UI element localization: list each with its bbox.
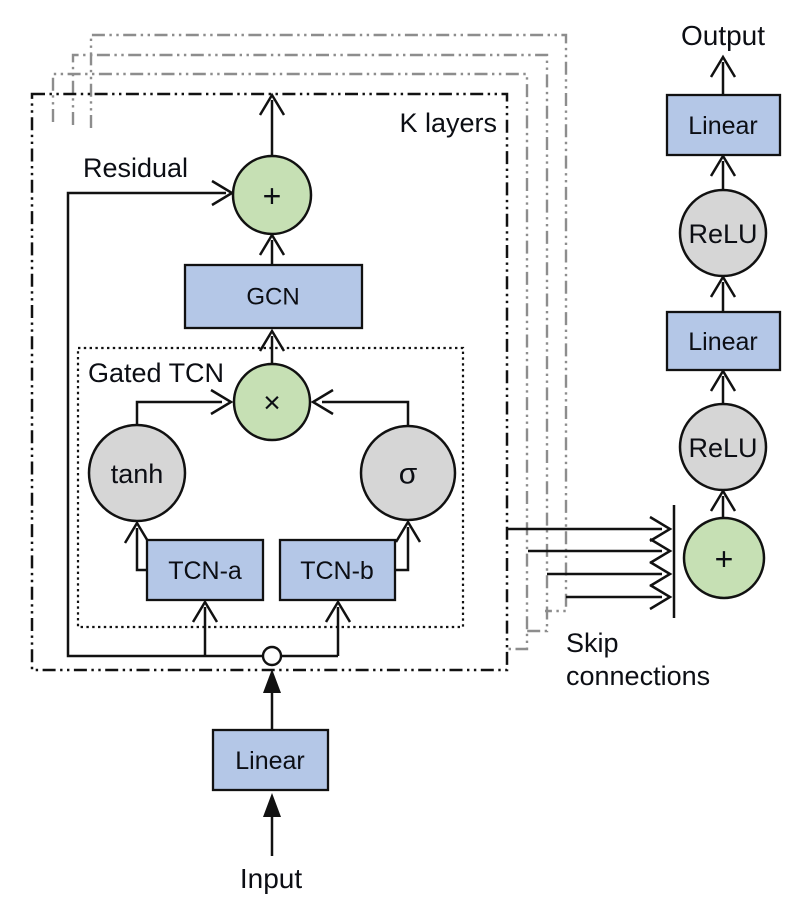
branch-to-tcn-a-arrowhead bbox=[191, 599, 219, 623]
skip-arrow-2-head bbox=[649, 537, 673, 565]
multiply-node bbox=[232, 362, 312, 442]
tcn-a-label: TCN-a bbox=[168, 557, 242, 585]
input-label: Input bbox=[240, 863, 302, 894]
tanh-to-multiply-line bbox=[135, 400, 222, 425]
gated-tcn-frame bbox=[76, 346, 465, 629]
skip-arrow-1-head bbox=[649, 515, 673, 543]
tcn-a-to-tanh-arrowhead bbox=[123, 520, 151, 544]
gcn-to-add-arrowhead bbox=[258, 232, 286, 256]
sigma-label: σ bbox=[399, 458, 418, 491]
input-arrowhead bbox=[263, 793, 281, 817]
stacked-layer-outline-3 bbox=[89, 33, 568, 613]
gcn-label: GCN bbox=[246, 284, 299, 311]
k-layers-frame bbox=[30, 92, 509, 672]
skip-arrow-3-head bbox=[649, 560, 673, 588]
tcn-b-box bbox=[278, 538, 397, 602]
multiply-symbol: × bbox=[263, 387, 281, 420]
branch-point bbox=[261, 645, 283, 667]
stacked-layer-outline-1 bbox=[51, 72, 529, 651]
tanh-label: tanh bbox=[111, 459, 164, 489]
tanh-to-multiply-arrowhead bbox=[210, 388, 234, 416]
relu-lower-label: ReLU bbox=[688, 433, 757, 463]
gcn-box bbox=[183, 263, 364, 330]
skip-label-line1: Skip bbox=[566, 628, 619, 658]
residual-label: Residual bbox=[83, 153, 188, 183]
output-linear-label: Linear bbox=[688, 112, 758, 140]
input-linear-label: Linear bbox=[235, 747, 305, 775]
output-linear-box bbox=[665, 93, 782, 157]
relu-upper-label: ReLU bbox=[688, 219, 757, 249]
output-label: Output bbox=[681, 20, 765, 51]
residual-connection-line bbox=[66, 191, 263, 658]
sigma-to-multiply-arrowhead bbox=[310, 388, 334, 416]
mid-linear-label: Linear bbox=[688, 328, 758, 356]
tcn-b-to-sigma-arrowhead bbox=[394, 519, 422, 543]
linear-to-branch-arrowhead bbox=[263, 669, 281, 693]
multiply-to-gcn-arrowhead bbox=[258, 328, 286, 352]
sigma-to-multiply-line bbox=[322, 400, 410, 427]
skip-label-line2: connections bbox=[566, 661, 710, 691]
stacked-layer-outline-2 bbox=[71, 53, 549, 633]
input-linear-box bbox=[211, 728, 330, 792]
tcn-a-to-tanh-line bbox=[135, 528, 147, 572]
mid-linear-box bbox=[665, 310, 782, 372]
residual-add-symbol: + bbox=[263, 178, 282, 214]
gated-tcn-label: Gated TCN bbox=[88, 358, 224, 388]
tcn-b-label: TCN-b bbox=[300, 557, 374, 585]
skip-add-symbol: + bbox=[715, 541, 734, 577]
tcn-b-to-sigma-line bbox=[395, 527, 410, 572]
k-layers-label: K layers bbox=[399, 108, 497, 138]
skip-arrow-4-head bbox=[649, 583, 673, 611]
layer-output-arrowhead bbox=[258, 92, 286, 116]
branch-to-tcn-b-arrowhead bbox=[324, 599, 352, 623]
output-arrowhead bbox=[709, 54, 737, 78]
